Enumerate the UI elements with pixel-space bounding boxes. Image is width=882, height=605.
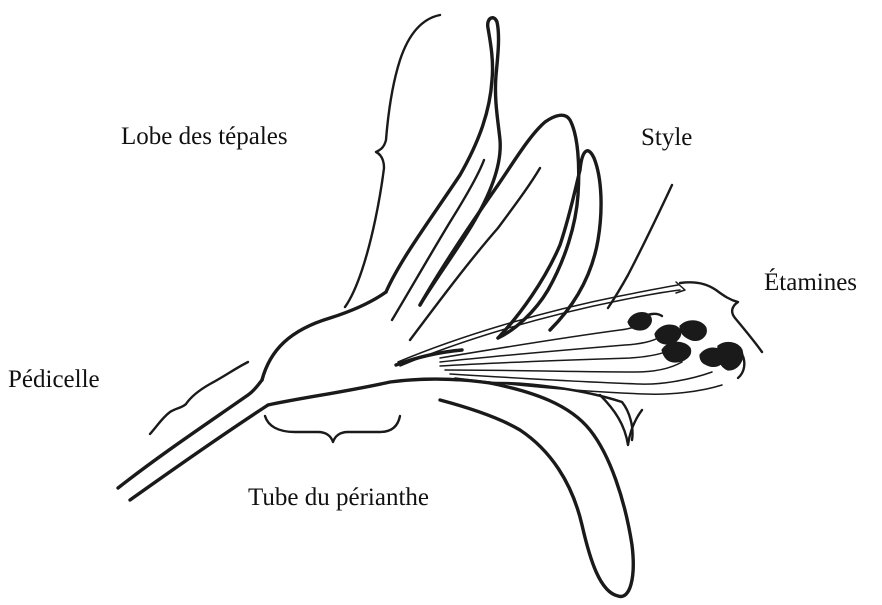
label-etamines: Étamines [764,270,857,295]
label-lobe-des-tepales: Lobe des tépales [121,124,288,149]
pointer-style [608,185,672,308]
label-tube-du-perianthe: Tube du périanthe [248,485,429,510]
perianth-tube-drawing [262,292,642,596]
stamens-drawing [396,313,744,395]
tepal-lobes-drawing [386,18,601,340]
label-pedicelle: Pédicelle [8,367,100,392]
brace-etamines [680,282,762,352]
pedicel-drawing [118,380,268,500]
brace-pedicelle [150,362,248,434]
label-style: Style [641,125,692,150]
brace-tube [265,416,400,442]
